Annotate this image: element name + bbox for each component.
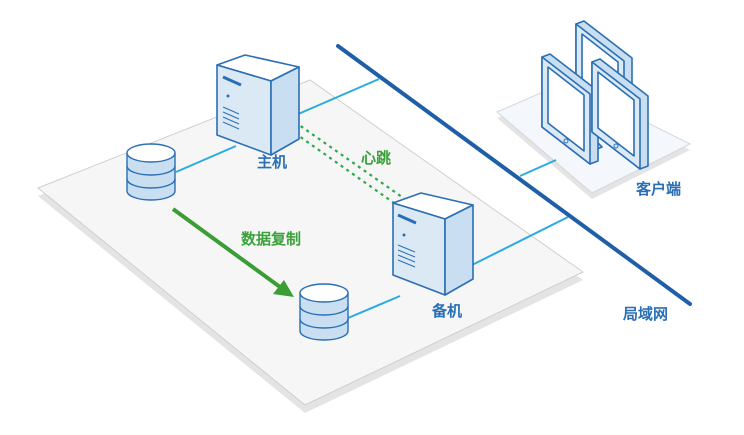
client-label: 客户端	[636, 180, 682, 198]
standby-database-icon	[299, 283, 349, 341]
replication-label: 数据复制	[241, 230, 302, 248]
replication-arrow	[171, 207, 294, 297]
link-client-lan	[519, 159, 557, 177]
primary-database-icon	[126, 143, 176, 201]
link-standby-server-lan	[469, 216, 569, 267]
server-platform	[37, 79, 584, 413]
primary-server-icon	[216, 54, 300, 156]
heartbeat-label: 心跳	[361, 149, 392, 167]
lan-bus	[336, 44, 692, 306]
link-primary-db-server	[175, 145, 237, 173]
client-monitors-icon	[541, 20, 649, 170]
link-standby-db-server	[347, 295, 401, 319]
link-primary-server-lan	[295, 78, 380, 116]
network-links	[175, 78, 569, 319]
lan-label: 局域网	[623, 305, 669, 323]
standby-server-icon	[392, 192, 474, 296]
primary-server-label: 主机	[257, 153, 288, 171]
monitor-right	[591, 58, 649, 170]
standby-server-label: 备机	[432, 302, 463, 320]
monitor-left	[541, 53, 603, 165]
